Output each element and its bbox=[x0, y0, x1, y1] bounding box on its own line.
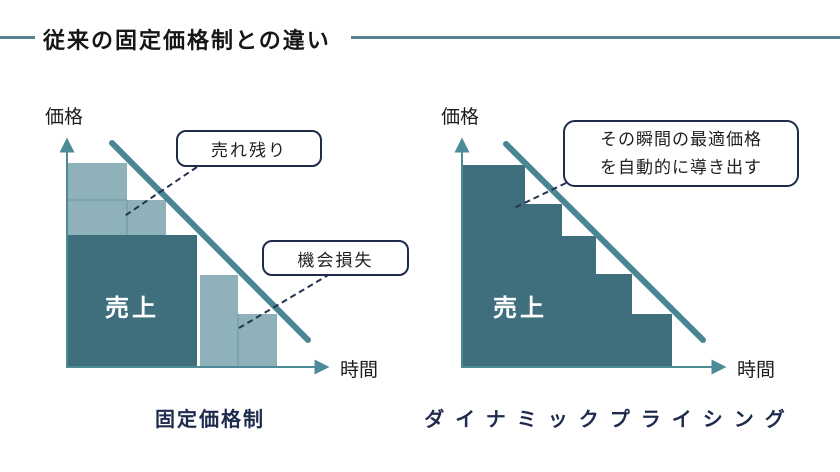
unsold-callout: 売れ残り bbox=[176, 130, 322, 167]
left-chart-missed-step-1 bbox=[200, 275, 238, 366]
optimal-price-callout-line1: その瞬間の最適価格 bbox=[600, 130, 762, 150]
right-y-axis-label: 価格 bbox=[441, 107, 480, 128]
missed-opportunity-callout: 機会損失 bbox=[262, 240, 409, 276]
left-chart-missed-divider-v bbox=[237, 314, 239, 366]
title-rule-right bbox=[351, 36, 840, 39]
right-chart-revenue-step-1 bbox=[463, 165, 525, 367]
page-title: 従来の固定価格制との違い bbox=[43, 28, 331, 53]
left-chart-missed-step-2 bbox=[238, 314, 277, 366]
optimal-price-callout: その瞬間の最適価格 を自動的に導き出す bbox=[563, 120, 799, 187]
right-chart-revenue-step-4 bbox=[596, 274, 632, 367]
left-chart-unsold-divider-h bbox=[67, 199, 127, 201]
right-chart-caption: ダイナミックプライシング bbox=[424, 409, 796, 431]
left-sales-area-label: 売上 bbox=[105, 295, 159, 322]
right-x-axis-label: 時間 bbox=[737, 360, 776, 381]
optimal-price-callout-line2: を自動的に導き出す bbox=[600, 157, 762, 177]
left-chart-caption: 固定価格制 bbox=[155, 409, 265, 431]
right-chart-revenue-step-2 bbox=[525, 204, 562, 367]
left-x-axis-label: 時間 bbox=[340, 360, 379, 381]
right-chart-revenue-step-5 bbox=[632, 314, 672, 367]
left-chart-unsold-divider-v bbox=[126, 200, 128, 235]
left-chart-unsold-step-2 bbox=[127, 200, 166, 235]
right-sales-area-label: 売上 bbox=[493, 295, 547, 322]
title-rule-left bbox=[0, 36, 35, 39]
unsold-callout-label: 売れ残り bbox=[211, 141, 287, 160]
missed-opportunity-callout-label: 機会損失 bbox=[297, 250, 374, 270]
left-y-axis-label: 価格 bbox=[45, 107, 84, 128]
